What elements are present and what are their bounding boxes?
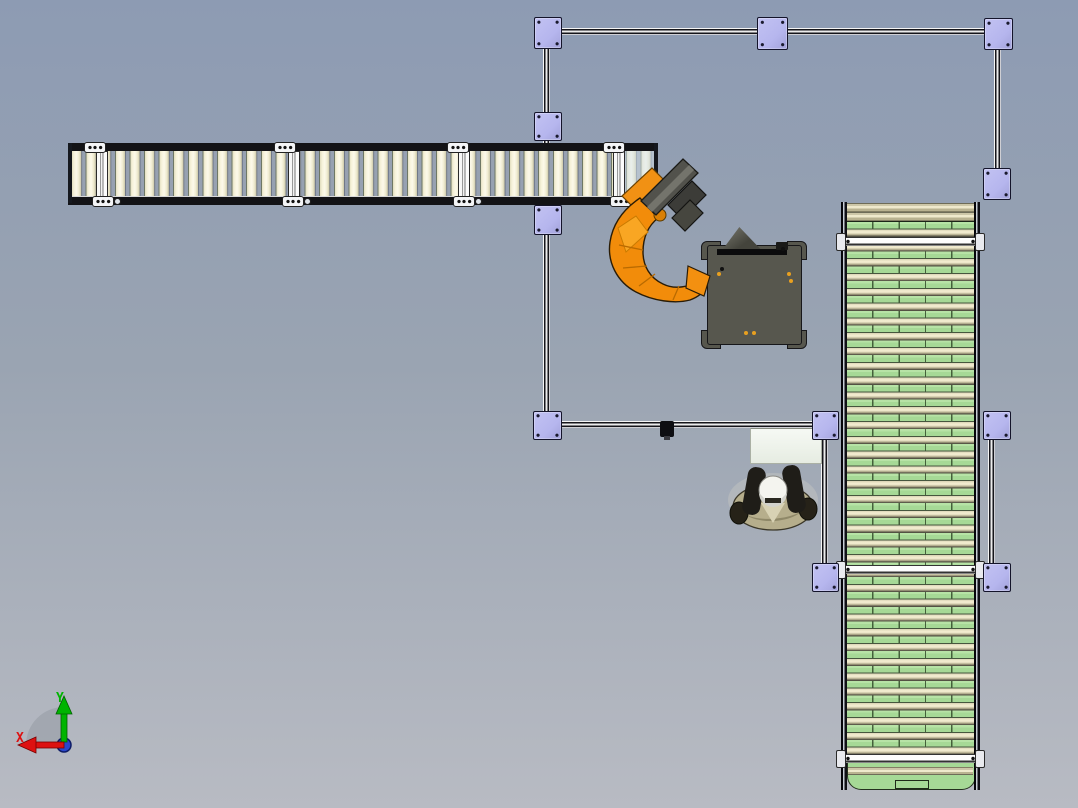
roller-conveyor-bracket <box>453 196 482 207</box>
roller-conveyor-bracket <box>84 142 106 153</box>
fixture-screw-dot <box>787 272 791 276</box>
axis-quarter-disc <box>26 707 64 745</box>
fence-post-plate[interactable] <box>534 112 562 141</box>
fixture-body <box>707 245 802 345</box>
slat-conveyor-left-rail <box>841 202 847 790</box>
operator-left-arm <box>742 467 766 515</box>
slat-conveyor-crossbar <box>836 750 985 768</box>
operator-chest <box>761 503 785 523</box>
fence-post-plate[interactable] <box>812 411 839 440</box>
roller-conveyor-rollers <box>71 151 656 196</box>
fence-post-plate[interactable] <box>983 563 1011 592</box>
roller-conveyor-bracket <box>603 142 625 153</box>
slat-conveyor-end-notch <box>895 780 929 789</box>
fixture-screw-dot <box>744 331 748 335</box>
roller-conveyor-junction <box>458 151 470 198</box>
fence-post-plate[interactable] <box>757 17 788 50</box>
slat-conveyor-end-cap <box>847 761 976 790</box>
fence-post-plate[interactable] <box>534 17 562 49</box>
axis-x-label: X <box>16 731 24 746</box>
fence-post-plate[interactable] <box>533 411 562 440</box>
fixture-screw-dot <box>752 331 756 335</box>
roller-conveyor-bracket <box>447 142 469 153</box>
robot-base <box>685 265 711 297</box>
axis-triad[interactable]: X Y <box>8 662 108 772</box>
fixture-screw-dot <box>717 272 721 276</box>
fence-post-plate[interactable] <box>983 168 1011 200</box>
slat-conveyor-infeed-rollers <box>847 203 974 221</box>
slat-conveyor-belt <box>847 221 974 763</box>
fence-sensor[interactable] <box>660 421 674 440</box>
gripper-highlight <box>647 165 694 212</box>
fence-post-plate[interactable] <box>983 411 1011 440</box>
robot-arm-facet <box>617 215 649 253</box>
operator-torso-shade <box>741 507 806 522</box>
roller-conveyor-left-end <box>68 143 72 203</box>
fixture-screw-dot <box>789 279 793 283</box>
slat-conveyor-crossbar <box>836 561 985 579</box>
robot-wrist <box>671 199 704 232</box>
operator[interactable] <box>715 455 825 535</box>
fence-post-plate[interactable] <box>984 18 1013 50</box>
axis-x-arrow[interactable] <box>17 736 65 754</box>
slat-conveyor[interactable] <box>836 202 985 790</box>
fence-rail[interactable] <box>994 40 1001 172</box>
fence-rail[interactable] <box>556 421 816 428</box>
roller-conveyor-bottom-rail <box>68 196 658 205</box>
roller-conveyor-bracket <box>282 196 311 207</box>
axis-y-label: Y <box>56 691 64 706</box>
roller-conveyor-bracket <box>92 196 121 207</box>
robot-arm[interactable] <box>608 167 711 303</box>
fixture-clamp <box>776 242 788 250</box>
fixture-table[interactable] <box>700 225 810 349</box>
slat-conveyor-crossbar <box>836 233 985 251</box>
roller-conveyor[interactable] <box>68 142 658 207</box>
fence-rail[interactable] <box>821 434 828 567</box>
fence-post-plate[interactable] <box>534 205 562 235</box>
fixture-screw-dot <box>720 267 724 271</box>
fixture-slot <box>717 249 787 255</box>
operator-right-arm <box>782 465 806 513</box>
slat-conveyor-right-rail <box>974 202 980 790</box>
operator-visor <box>765 498 781 503</box>
roller-conveyor-junction <box>96 151 108 198</box>
robot-facet-lines <box>618 244 680 301</box>
fence-rail[interactable] <box>988 434 995 567</box>
work-table[interactable] <box>750 428 822 464</box>
robot-gripper[interactable] <box>640 158 707 232</box>
fence-post-plate[interactable] <box>812 563 839 592</box>
fixture-screw-dot <box>781 247 785 251</box>
roller-conveyor-bracket <box>274 142 296 153</box>
slat-conveyor-end-roller <box>848 767 973 775</box>
industrial-robot[interactable] <box>595 150 725 310</box>
roller-conveyor-junction <box>288 151 300 198</box>
